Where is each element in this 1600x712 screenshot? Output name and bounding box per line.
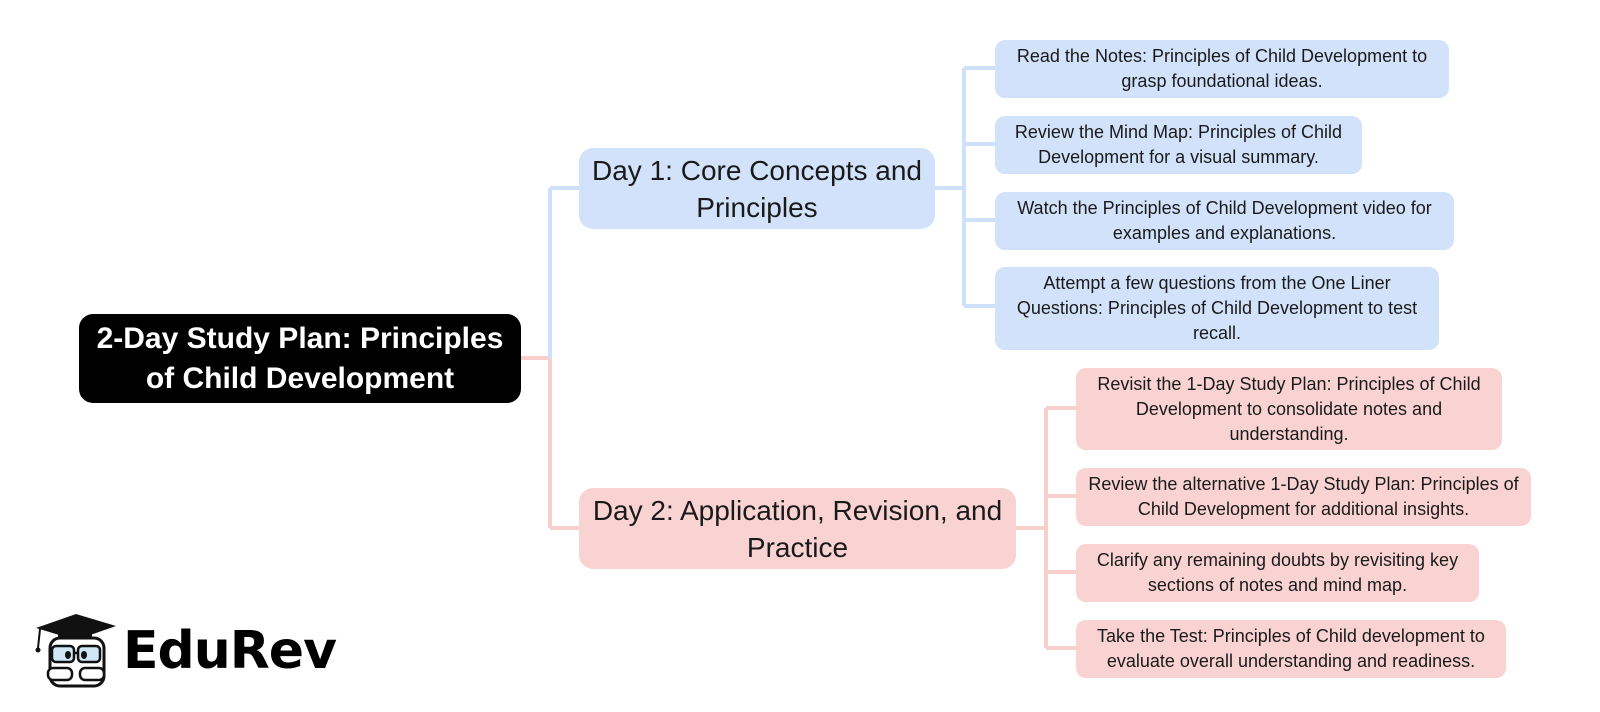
day2-item-1-text: Revisit the 1-Day Study Plan: Principles…	[1097, 373, 1481, 444]
day2-item-2: Review the alternative 1-Day Study Plan:…	[1076, 468, 1531, 526]
day1-item-4: Attempt a few questions from the One Lin…	[995, 267, 1439, 350]
root-node: 2-Day Study Plan: Principles of Child De…	[79, 314, 521, 403]
day2-branch-node: Day 2: Application, Revision, and Practi…	[579, 488, 1016, 569]
day1-item-2: Review the Mind Map: Principles of Child…	[995, 116, 1362, 174]
day1-leaf-ticks	[964, 66, 995, 308]
day2-leaf-ticks	[1046, 406, 1076, 650]
day1-item-3: Watch the Principles of Child Developmen…	[995, 192, 1454, 250]
day2-item-1: Revisit the 1-Day Study Plan: Principles…	[1076, 368, 1502, 450]
day1-item-1: Read the Notes: Principles of Child Deve…	[995, 40, 1449, 98]
day1-item-3-text: Watch the Principles of Child Developmen…	[1017, 198, 1432, 243]
root-title: 2-Day Study Plan: Principles of Child De…	[96, 321, 504, 395]
day2-item-2-text: Review the alternative 1-Day Study Plan:…	[1088, 474, 1519, 519]
logo-text: EduRev	[123, 621, 337, 681]
day1-item-4-text: Attempt a few questions from the One Lin…	[1016, 273, 1418, 343]
day2-item-4-text: Take the Test: Principles of Child devel…	[1097, 626, 1485, 671]
day1-item-2-text: Review the Mind Map: Principles of Child…	[1014, 122, 1343, 167]
day1-branch-label: Day 1: Core Concepts and Principles	[592, 154, 922, 223]
graduate-mascot-icon	[35, 614, 116, 688]
day2-item-3-text: Clarify any remaining doubts by revisiti…	[1096, 550, 1459, 595]
day1-branch-node: Day 1: Core Concepts and Principles	[579, 148, 935, 229]
edurev-logo: EduRev	[30, 612, 337, 690]
day2-item-4: Take the Test: Principles of Child devel…	[1076, 620, 1506, 678]
day2-item-3: Clarify any remaining doubts by revisiti…	[1076, 544, 1479, 602]
day1-item-1-text: Read the Notes: Principles of Child Deve…	[1016, 46, 1428, 91]
day2-branch-label: Day 2: Application, Revision, and Practi…	[592, 494, 1003, 563]
